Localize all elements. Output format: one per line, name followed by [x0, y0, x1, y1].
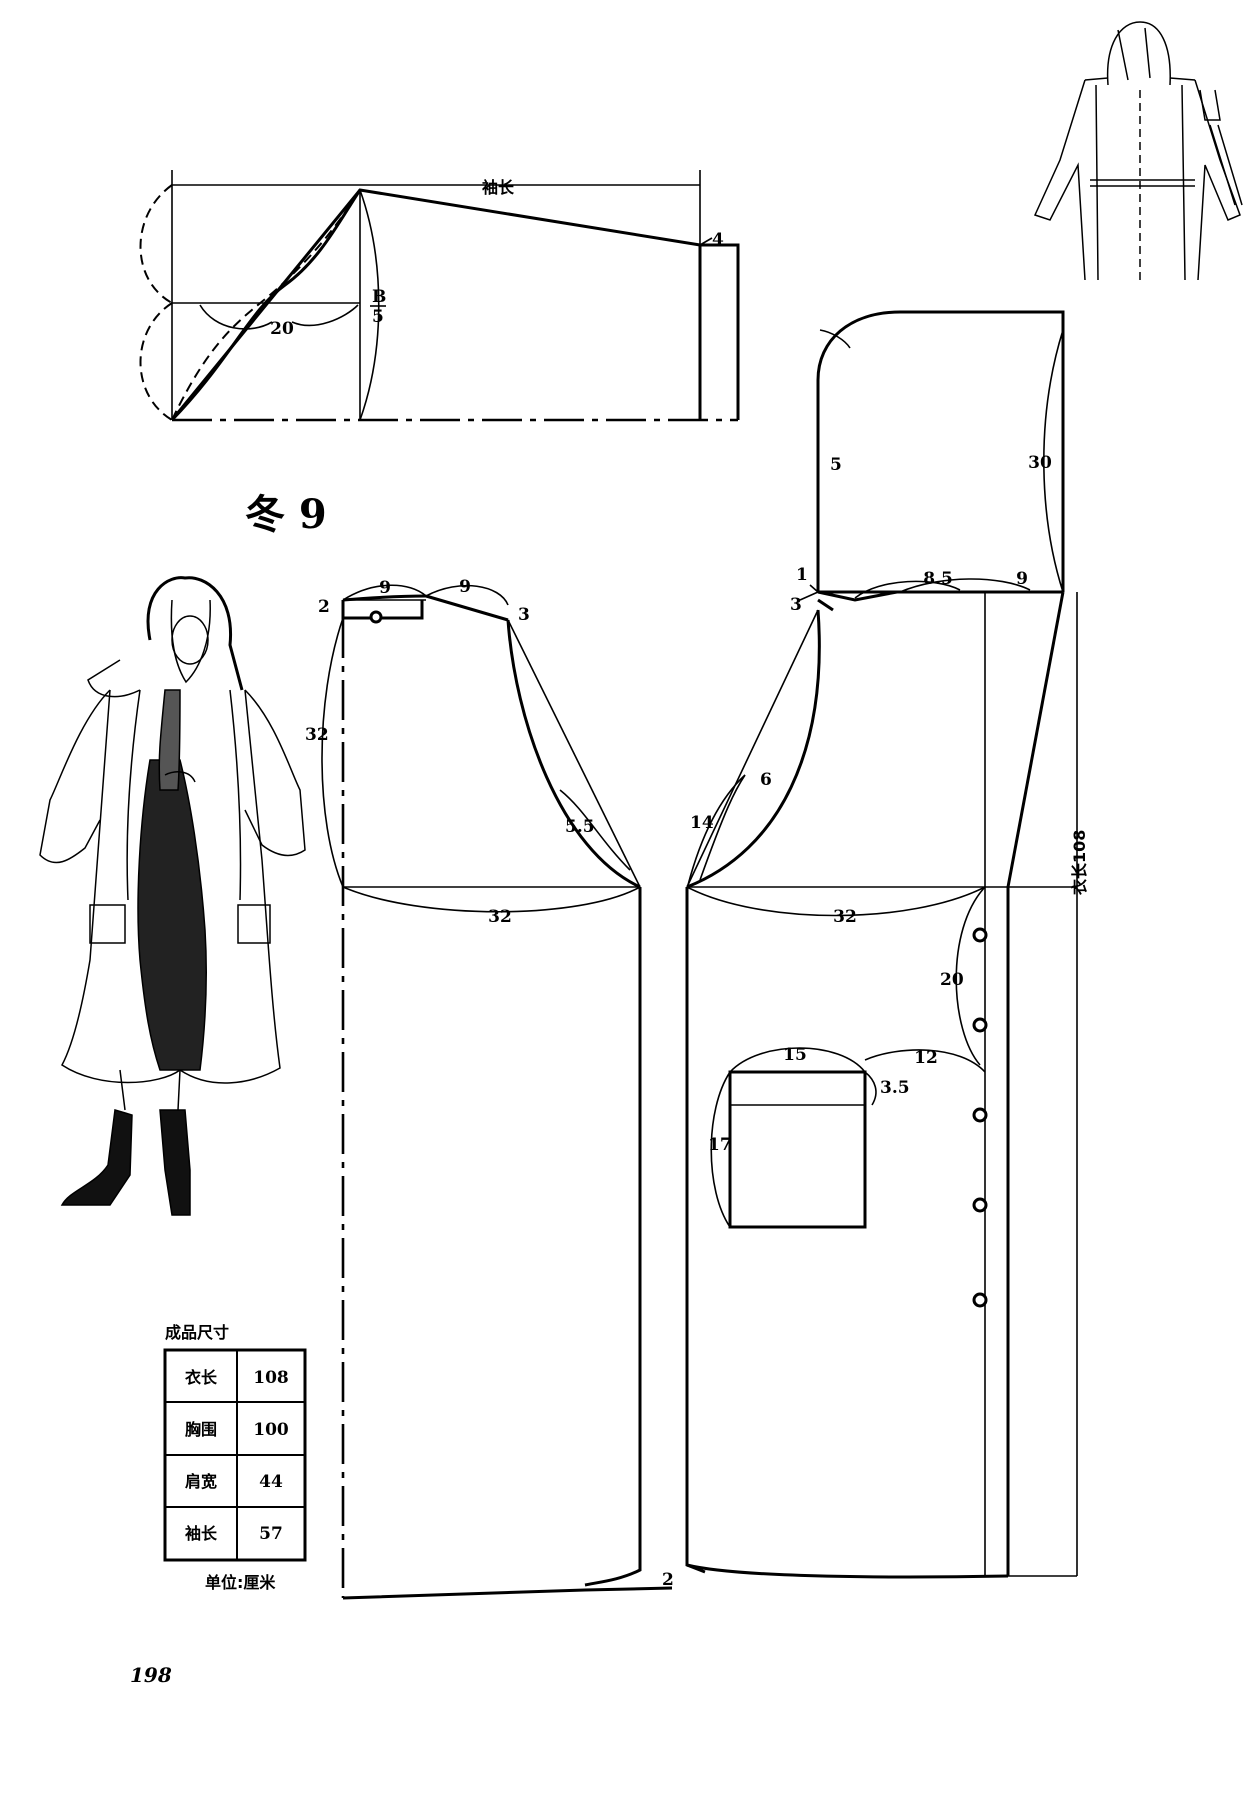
front-neck-width-label: 8.5	[923, 569, 953, 589]
front-shoulder-drop-label: 3	[790, 595, 802, 615]
back-button-icon	[369, 610, 383, 624]
fashion-sketch	[39, 576, 306, 1216]
size-table-unit: 单位:厘米	[205, 1573, 276, 1592]
b-denominator: 5	[372, 307, 384, 327]
front-button-4-icon	[972, 1197, 988, 1213]
flat-sketch	[1033, 21, 1243, 281]
size-row-value: 108	[253, 1368, 289, 1388]
button-spacing-label: 20	[940, 970, 964, 990]
front-chest-label: 32	[833, 907, 857, 927]
sleeve-pattern: 袖长 4 B 5 20	[139, 170, 740, 422]
back-neck-label: 9	[379, 578, 391, 598]
cuff-label: 4	[712, 230, 724, 250]
back-neck-depth-label: 2	[318, 597, 330, 617]
front-neck-depth-label: 1	[796, 565, 808, 585]
sleeve-20-label: 20	[270, 319, 294, 339]
b-numerator: B	[372, 287, 386, 307]
hem-label: 2	[662, 1570, 674, 1590]
size-row-name: 袖长	[185, 1524, 218, 1543]
front-armhole-line-label: 14	[690, 813, 714, 833]
front-armhole-curve-label: 6	[760, 770, 772, 790]
size-table: 成品尺寸 衣长 108 胸围 100 肩宽 44 袖长 57 单位:厘米	[163, 1323, 307, 1592]
size-row-name: 肩宽	[185, 1472, 217, 1491]
size-row-value: 44	[259, 1472, 283, 1492]
figure-title: 冬 9	[245, 491, 327, 538]
pocket-width-label: 15	[783, 1045, 807, 1065]
sleeve-length-label: 袖长	[482, 178, 515, 197]
back-shoulder-drop-label: 3	[518, 605, 530, 625]
back-armhole-curve-label: 5.5	[565, 817, 595, 837]
back-shoulder-label: 9	[459, 577, 471, 597]
front-button-3-icon	[972, 1107, 988, 1123]
page-number: 198	[130, 1663, 172, 1687]
back-chest-label: 32	[488, 907, 512, 927]
front-button-1-icon	[972, 927, 988, 943]
front-shoulder-label: 9	[1016, 569, 1028, 589]
size-row-name: 衣长	[185, 1368, 218, 1387]
hood-curve-label: 5	[830, 455, 842, 475]
size-row-value: 100	[253, 1420, 289, 1440]
hood-height-label: 30	[1028, 453, 1052, 473]
front-length-label: 衣长108	[1070, 830, 1089, 895]
size-row-name: 胸围	[185, 1420, 217, 1439]
pocket-flap-label: 3.5	[880, 1078, 910, 1098]
pocket	[728, 1070, 867, 1229]
front-pattern: 5 30 1 3 8.5 9 6 14 32 衣长108 20 15 12 3.…	[662, 310, 1089, 1590]
pocket-offset-label: 12	[914, 1048, 938, 1068]
pocket-height-label: 17	[708, 1135, 732, 1155]
size-row-value: 57	[259, 1524, 283, 1544]
front-button-5-icon	[972, 1292, 988, 1308]
back-pattern: 9 9 2 3 32 5.5 32	[305, 577, 673, 1600]
front-button-2-icon	[972, 1017, 988, 1033]
size-table-title: 成品尺寸	[165, 1323, 229, 1342]
back-armhole-depth-label: 32	[305, 725, 329, 745]
